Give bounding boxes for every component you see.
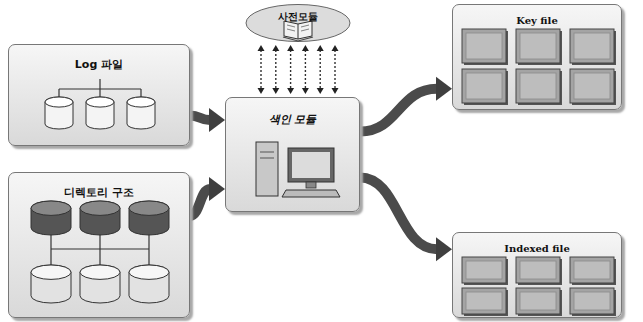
flow-arrow xyxy=(190,177,225,216)
arrow-shaft xyxy=(190,115,210,120)
arrow-shaft xyxy=(360,178,437,250)
dotted-arrow xyxy=(260,50,261,89)
arrow-head xyxy=(302,45,309,51)
node-title: 디렉토리 구조 xyxy=(64,185,134,200)
source-box: 디렉토리 구조 xyxy=(8,172,190,318)
dotted-arrow xyxy=(290,50,291,89)
flow-arrow xyxy=(360,77,452,132)
flow-arrow xyxy=(360,178,452,262)
dotted-arrow xyxy=(320,50,321,89)
arrow-head xyxy=(272,45,279,51)
flow-arrow xyxy=(190,108,225,132)
arrow-head xyxy=(258,88,265,94)
source-box: Log 파일 xyxy=(8,44,190,146)
arrow-head xyxy=(436,237,452,261)
arrow-head xyxy=(209,108,225,132)
node-title: 사전모듈 xyxy=(278,10,318,24)
output-box: Key file xyxy=(452,4,622,110)
arrow-head xyxy=(287,45,294,51)
module-ellipse: 사전모듈 xyxy=(245,2,351,42)
arrow-head xyxy=(317,88,324,94)
arrow-head xyxy=(272,88,279,94)
arrow-head xyxy=(332,45,339,51)
dotted-arrow xyxy=(305,50,306,89)
arrow-head xyxy=(317,45,324,51)
dotted-arrow xyxy=(275,50,276,89)
node-title: Indexed file xyxy=(504,243,570,254)
arrow-head xyxy=(332,88,339,94)
node-title: 색인 모듈 xyxy=(269,112,317,127)
arrow-shaft xyxy=(190,189,210,216)
node-title: Log 파일 xyxy=(75,57,123,72)
process-box: 색인 모듈 xyxy=(225,97,360,212)
output-box: Indexed file xyxy=(452,232,622,318)
arrow-head xyxy=(302,88,309,94)
arrow-head xyxy=(436,77,452,101)
arrow-head xyxy=(258,45,265,51)
arrow-head xyxy=(209,177,225,201)
flow-arrow xyxy=(258,45,339,94)
arrow-head xyxy=(287,88,294,94)
node-title: Key file xyxy=(516,15,558,26)
arrow-shaft xyxy=(360,89,437,132)
dotted-arrow xyxy=(334,50,335,89)
